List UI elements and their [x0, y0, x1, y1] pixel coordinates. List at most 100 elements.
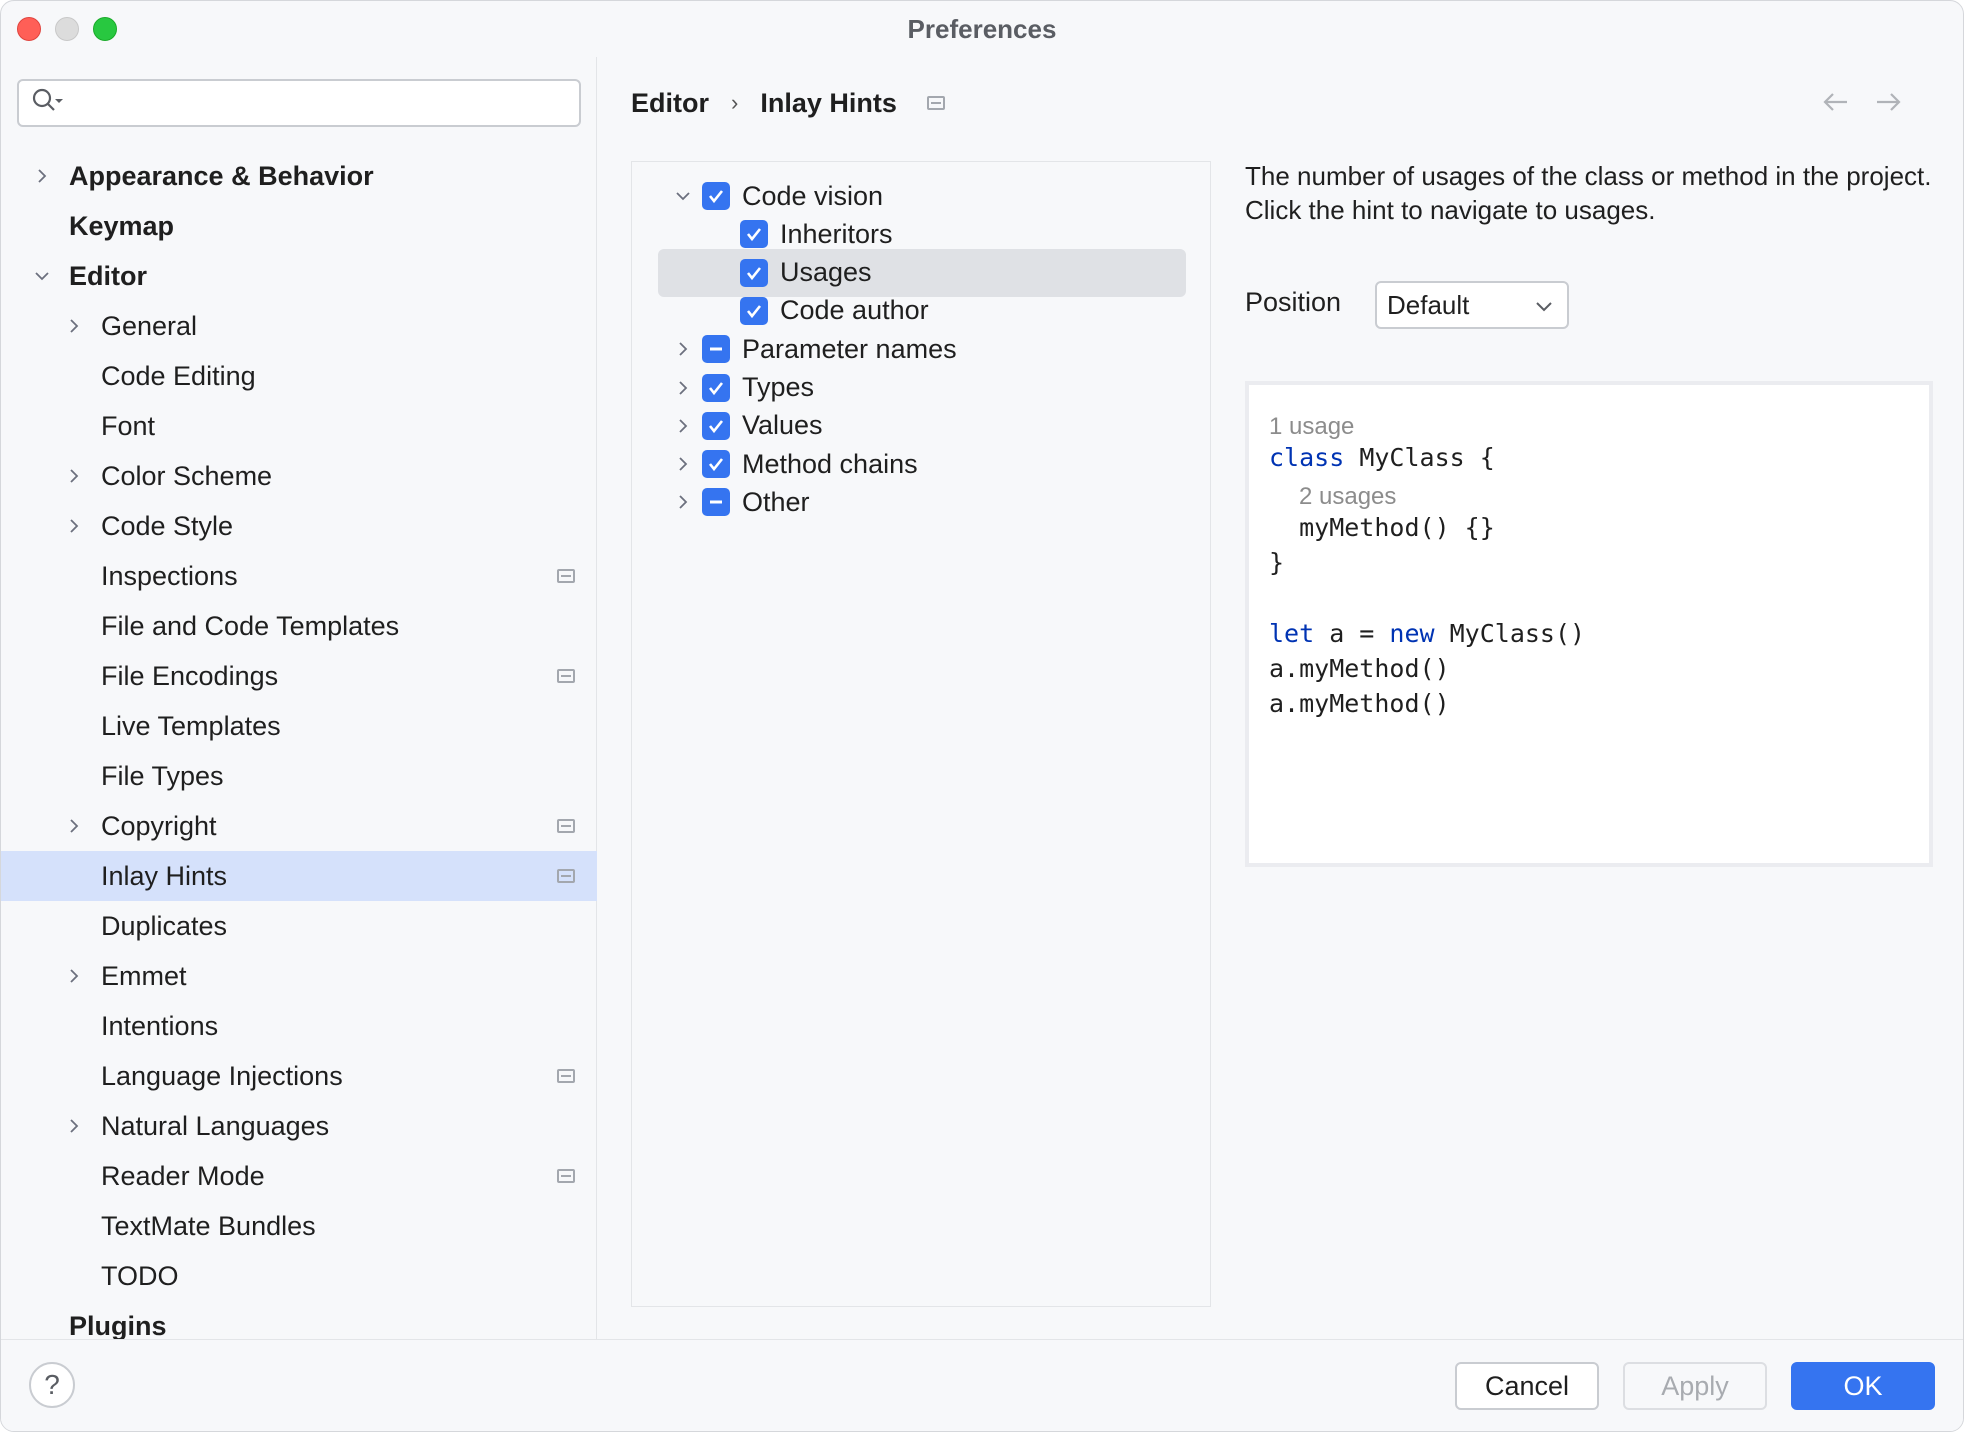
hint-option[interactable]: Usages: [658, 248, 1186, 297]
chevron-right-icon[interactable]: [672, 377, 694, 399]
usage-hint[interactable]: 1 usage: [1269, 413, 1355, 440]
sidebar-item-label: Plugins: [69, 1310, 167, 1341]
chevron-down-icon[interactable]: [672, 185, 694, 207]
checkbox[interactable]: [702, 182, 730, 210]
back-arrow-icon[interactable]: [1821, 91, 1851, 118]
code-text: a =: [1314, 619, 1390, 648]
hint-option[interactable]: Method chains: [658, 440, 1186, 488]
position-dropdown-value: Default: [1387, 289, 1470, 320]
sidebar-item[interactable]: Inlay Hints: [1, 851, 597, 901]
project-scope-icon: [557, 669, 575, 683]
apply-button[interactable]: Apply: [1623, 1362, 1767, 1410]
checkbox[interactable]: [740, 220, 768, 249]
chevron-right-icon[interactable]: [672, 338, 694, 360]
zoom-window-button[interactable]: [93, 17, 117, 41]
sidebar-item-label: Duplicates: [101, 910, 228, 941]
sidebar-item[interactable]: Inspections: [1, 551, 597, 601]
cancel-button[interactable]: Cancel: [1455, 1362, 1599, 1410]
forward-arrow-icon[interactable]: [1873, 91, 1903, 118]
breadcrumb-separator: ›: [731, 90, 739, 115]
sidebar-item[interactable]: Font: [1, 401, 597, 451]
breadcrumb: Editor › Inlay Hints: [631, 83, 945, 123]
checkbox[interactable]: [702, 373, 730, 402]
sidebar-item-label: Code Style: [101, 510, 234, 541]
chevron-right-icon[interactable]: [63, 465, 85, 487]
sidebar-item[interactable]: TODO: [1, 1251, 597, 1301]
hint-option[interactable]: Types: [658, 364, 1186, 412]
chevron-right-icon[interactable]: [672, 415, 694, 437]
sidebar-item[interactable]: Appearance & Behavior: [1, 151, 597, 201]
sidebar-item[interactable]: Live Templates: [1, 701, 597, 751]
sidebar-item[interactable]: File Types: [1, 751, 597, 801]
position-label: Position: [1245, 287, 1342, 317]
sidebar-item[interactable]: Copyright: [1, 801, 597, 851]
checkbox[interactable]: [702, 411, 730, 440]
sidebar-item[interactable]: Reader Mode: [1, 1151, 597, 1201]
partial-checkbox[interactable]: [702, 335, 730, 364]
sidebar-item[interactable]: Language Injections: [1, 1051, 597, 1101]
hint-description: The number of usages of the class or met…: [1245, 161, 1932, 225]
hint-option[interactable]: Values: [658, 402, 1186, 450]
project-scope-icon: [557, 819, 575, 833]
sidebar-item[interactable]: TextMate Bundles: [1, 1201, 597, 1251]
minimize-window-button[interactable]: [55, 17, 79, 41]
hint-option-label: Values: [742, 410, 823, 441]
chevron-right-icon[interactable]: [672, 453, 694, 475]
sidebar-item[interactable]: Keymap: [1, 201, 597, 251]
sidebar-item-label: Editor: [69, 260, 147, 291]
search-icon[interactable]: [31, 87, 65, 120]
sidebar-item[interactable]: Editor: [1, 251, 597, 301]
sidebar-item-label: File and Code Templates: [101, 610, 400, 641]
sidebar-item[interactable]: Code Style: [1, 501, 597, 551]
chevron-down-icon[interactable]: [31, 265, 53, 287]
window-title: Preferences: [907, 13, 1057, 44]
search-box[interactable]: [17, 79, 581, 127]
window-controls: [17, 17, 117, 41]
sidebar-item[interactable]: Emmet: [1, 951, 597, 1001]
hint-option[interactable]: Parameter names: [658, 325, 1186, 373]
sidebar-item[interactable]: Plugins: [1, 1301, 597, 1351]
chevron-right-icon[interactable]: [31, 165, 53, 187]
close-window-button[interactable]: [17, 17, 41, 41]
sidebar-item[interactable]: Duplicates: [1, 901, 597, 951]
hint-option-label: Parameter names: [742, 333, 957, 364]
breadcrumb-parent[interactable]: Editor: [631, 87, 709, 118]
chevron-right-icon[interactable]: [63, 815, 85, 837]
sidebar-item[interactable]: Code Editing: [1, 351, 597, 401]
help-button[interactable]: ?: [29, 1362, 75, 1408]
partial-checkbox[interactable]: [702, 488, 730, 517]
sidebar-item[interactable]: Intentions: [1, 1001, 597, 1051]
hint-option-label: Other: [742, 486, 810, 517]
hint-option-label: Code author: [780, 295, 929, 326]
code-line: class MyClass {: [1269, 443, 1495, 472]
code-line: a.myMethod(): [1269, 654, 1450, 683]
checkbox[interactable]: [702, 450, 730, 479]
sidebar-item-label: Live Templates: [101, 710, 281, 741]
sidebar-item[interactable]: File Encodings: [1, 651, 597, 701]
checkbox[interactable]: [740, 258, 768, 287]
position-dropdown[interactable]: Default: [1375, 281, 1569, 329]
sidebar-item[interactable]: General: [1, 301, 597, 351]
chevron-right-icon[interactable]: [63, 1115, 85, 1137]
usage-hint[interactable]: 2 usages: [1299, 483, 1397, 510]
hint-option[interactable]: Inheritors: [658, 210, 1186, 258]
hint-option[interactable]: Other: [658, 478, 1186, 526]
ok-button[interactable]: OK: [1791, 1362, 1935, 1410]
hint-option[interactable]: Code vision: [658, 172, 1186, 220]
sidebar-item[interactable]: Color Scheme: [1, 451, 597, 501]
sidebar-item-label: Inlay Hints: [101, 860, 228, 891]
sidebar-item-label: Color Scheme: [101, 460, 273, 491]
chevron-right-icon[interactable]: [63, 965, 85, 987]
sidebar-item[interactable]: File and Code Templates: [1, 601, 597, 651]
checkbox[interactable]: [740, 296, 768, 325]
search-input[interactable]: [65, 83, 579, 123]
chevron-right-icon[interactable]: [63, 315, 85, 337]
keyword: class: [1269, 443, 1345, 472]
sidebar-item[interactable]: Natural Languages: [1, 1101, 597, 1151]
hint-option[interactable]: Code author: [658, 287, 1186, 335]
hint-option-label: Usages: [780, 257, 872, 288]
chevron-right-icon[interactable]: [672, 491, 694, 513]
chevron-right-icon[interactable]: [63, 515, 85, 537]
